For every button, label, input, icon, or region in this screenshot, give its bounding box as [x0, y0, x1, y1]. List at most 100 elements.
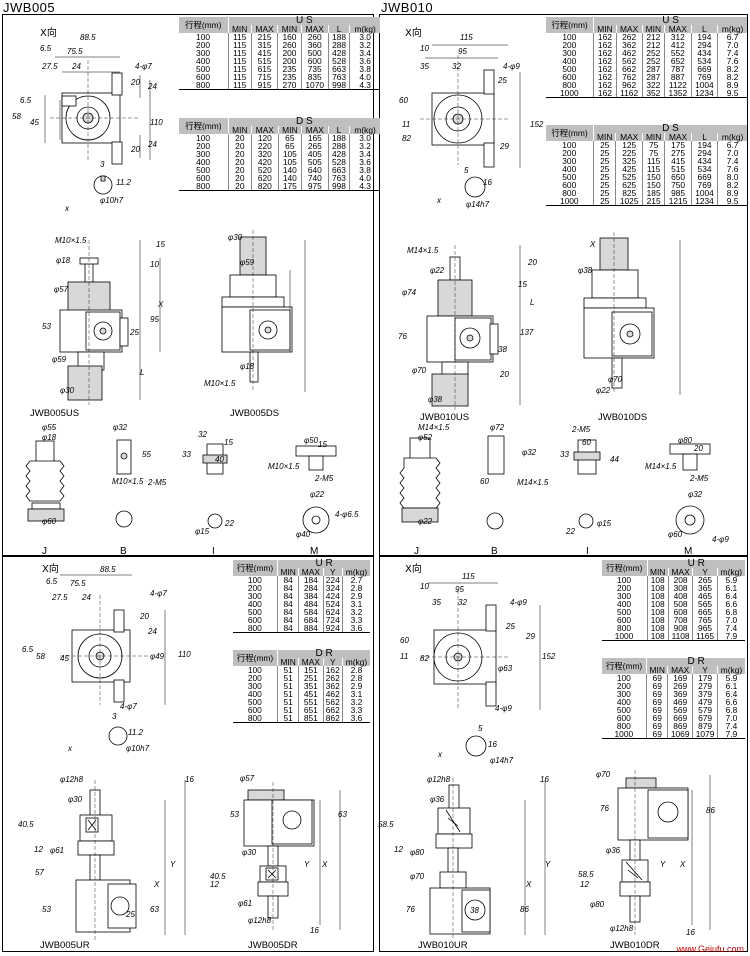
- table-cell: 800: [178, 182, 229, 191]
- table-cell: 100: [616, 673, 631, 683]
- table-cell: 162: [593, 89, 617, 98]
- dimension-label: 11: [402, 120, 411, 129]
- dimension-label: 63: [150, 905, 159, 914]
- tl-part-i: [202, 443, 228, 529]
- table-cell: 724: [322, 616, 343, 624]
- model-caption: JWB005UR: [40, 940, 90, 951]
- col-header: MAX: [250, 126, 279, 134]
- dimension-label: Y: [170, 860, 176, 869]
- dimension-label: 20: [140, 612, 149, 621]
- table-cell: 6.1: [716, 584, 745, 592]
- table-cell: 75: [641, 141, 665, 149]
- table-cell: 825: [615, 189, 643, 197]
- table-cell: 600: [300, 57, 329, 65]
- dimension-label: 2-M5: [690, 474, 709, 483]
- dimension-label: 53: [42, 905, 51, 914]
- table-cell: 6.8: [716, 608, 745, 616]
- table-cell: 1165: [692, 632, 718, 641]
- table-cell: 515: [250, 57, 278, 65]
- table-cell: 763: [327, 73, 350, 81]
- view-label: X向: [405, 564, 422, 575]
- dimension-label: 38: [470, 906, 479, 915]
- dimension-label: 5: [478, 724, 483, 733]
- tr-part-m: [669, 443, 711, 535]
- dimension-label: 20: [131, 78, 140, 87]
- col-header: MIN: [227, 25, 252, 33]
- table-cell: 3.2: [342, 698, 370, 706]
- table-cell: 869: [667, 722, 693, 730]
- col-header: m(kg): [342, 568, 370, 576]
- table-cell: 3.6: [342, 624, 370, 633]
- table-cell: 735: [300, 65, 329, 73]
- table-cell: 120: [250, 134, 279, 142]
- table-cell: 51: [277, 666, 299, 674]
- tr-ds-jack: [583, 232, 681, 395]
- table-cell: 284: [298, 584, 323, 592]
- dimension-label: 88.5: [80, 33, 96, 42]
- dimension-label: x: [437, 196, 441, 205]
- table-cell: 84: [277, 576, 299, 584]
- part-letter: M: [684, 546, 693, 557]
- col-header: m(kg): [717, 25, 747, 33]
- table-cell: 7.9: [717, 730, 745, 739]
- col-header: L: [690, 133, 718, 141]
- table-cell: 65: [277, 134, 302, 142]
- table-cell: 7.6: [717, 165, 747, 173]
- table-cell: 851: [298, 714, 323, 723]
- dimension-label: 55: [142, 450, 151, 459]
- table-cell: 308: [667, 584, 693, 592]
- table-cell: 65: [277, 142, 302, 150]
- dimension-label: X: [322, 860, 328, 869]
- tl-part-m: [295, 445, 337, 534]
- table-cell: 515: [664, 165, 692, 173]
- dimension-label: 4-φ9: [495, 704, 512, 713]
- col-header: MAX: [615, 133, 643, 141]
- dimension-label: 16: [310, 926, 319, 935]
- table-cell: 1234: [690, 89, 718, 98]
- table-cell: 1079: [692, 730, 718, 739]
- table-cell: 100: [196, 133, 211, 143]
- table-cell: 884: [298, 624, 323, 633]
- dimension-label: 76: [398, 332, 407, 341]
- table-cell: 484: [298, 600, 323, 608]
- dimension-label: φ57: [240, 774, 255, 783]
- table-cell: 384: [298, 592, 323, 600]
- table-cell: 650: [664, 173, 692, 181]
- table-cell: 500: [617, 607, 632, 617]
- dimension-label: M14×1.5: [407, 246, 439, 255]
- table-cell: 750: [664, 181, 692, 189]
- table-cell: 2.8: [342, 674, 370, 682]
- view-label: X向: [42, 564, 59, 575]
- table-cell: 663: [327, 65, 350, 73]
- dimension-label: 16: [483, 178, 492, 187]
- col-header: m(kg): [349, 126, 380, 134]
- dimension-label: 60: [582, 438, 591, 447]
- table-cell: 924: [322, 624, 343, 633]
- table-cell: 100: [196, 32, 211, 42]
- dimension-label: φ70: [608, 375, 623, 384]
- dimension-label: X: [526, 880, 532, 889]
- table-cell: 800: [616, 721, 631, 731]
- table-cell: 528: [327, 57, 350, 65]
- table-cell: 25: [593, 141, 616, 149]
- table-cell: 25: [593, 165, 616, 173]
